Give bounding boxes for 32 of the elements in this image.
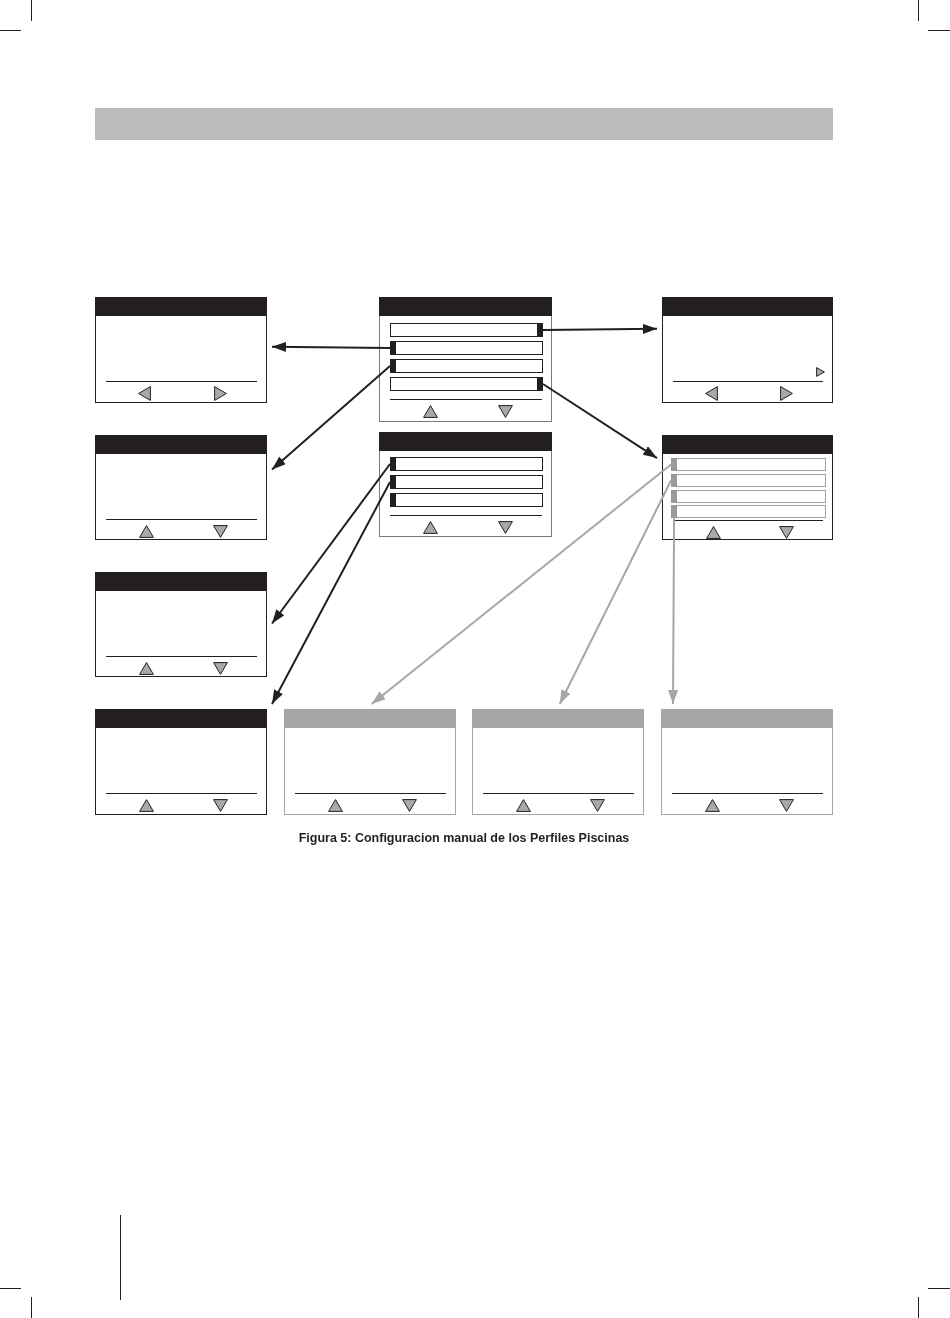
menu-row — [390, 377, 543, 391]
menu-row — [390, 323, 543, 337]
menu-row — [671, 458, 826, 471]
arrow — [542, 383, 658, 460]
display-screen — [95, 709, 267, 815]
menu-row — [390, 359, 543, 373]
menu-row — [671, 490, 826, 503]
menu-row — [390, 457, 543, 471]
display-screen — [662, 297, 833, 403]
arrow — [271, 463, 391, 625]
menu-row — [671, 505, 826, 518]
display-screen — [379, 432, 552, 537]
figure-caption: Figura 5: Configuracion manual de los Perfiles Piscinas — [298, 831, 630, 845]
display-screen — [95, 435, 267, 540]
display-screen — [472, 709, 644, 815]
menu-row — [390, 475, 543, 489]
menu-row — [390, 341, 543, 355]
display-screen — [661, 709, 833, 815]
menu-row — [390, 493, 543, 507]
arrow — [668, 517, 679, 705]
display-screen — [662, 435, 833, 540]
display-screen — [95, 297, 267, 403]
display-screen — [284, 709, 456, 815]
arrow — [271, 481, 391, 705]
menu-row — [671, 474, 826, 487]
arrow — [271, 365, 391, 471]
display-screen — [95, 572, 267, 677]
arrow — [370, 463, 672, 705]
arrow — [271, 341, 391, 352]
arrow — [542, 323, 658, 334]
display-screen — [379, 297, 552, 422]
arrow — [558, 479, 672, 705]
